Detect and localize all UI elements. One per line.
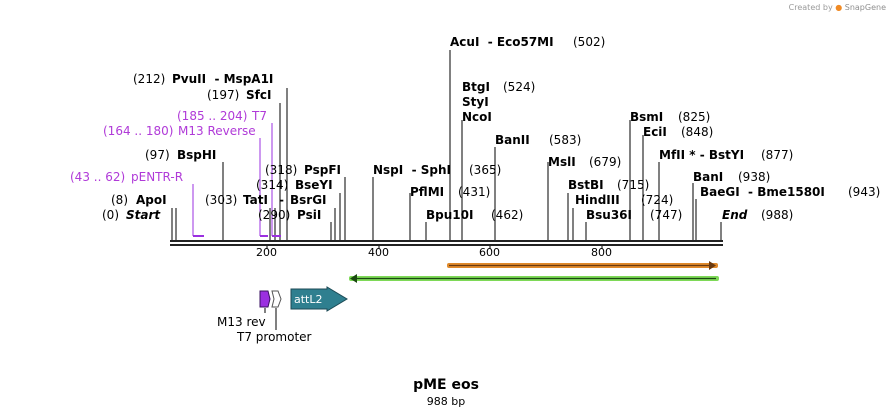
site-position: (715) bbox=[617, 178, 649, 192]
site-pentr-r: pENTR-R bbox=[131, 170, 183, 184]
site-pvuii-mspa1i: PvuII - MspA1I bbox=[172, 72, 273, 86]
site-ncoi: NcoI bbox=[462, 110, 492, 124]
site-baegi-bme1580i: BaeGI - Bme1580I bbox=[700, 185, 825, 199]
t7-promoter-label: T7 promoter bbox=[236, 330, 312, 344]
site-position: (8) bbox=[111, 193, 128, 207]
site-position: (825) bbox=[678, 110, 710, 124]
site-bseyi: BseYI bbox=[295, 178, 333, 192]
site-bsrgi-dash: - bbox=[279, 193, 284, 207]
sequence-name: pME eos bbox=[413, 377, 479, 393]
axis-tick-label: 800 bbox=[591, 246, 612, 259]
t7-promoter-arrow[interactable] bbox=[271, 290, 282, 308]
site-position: (988) bbox=[761, 208, 793, 222]
site-psii: PsiI bbox=[297, 208, 321, 222]
site-position: (724) bbox=[641, 193, 673, 207]
site-position: (164 .. 180) bbox=[103, 124, 173, 138]
site-t7: T7 bbox=[251, 109, 267, 123]
attl2-label: attL2 bbox=[294, 293, 323, 306]
site-position: (318) bbox=[265, 163, 297, 177]
site-styi: StyI bbox=[462, 95, 489, 109]
axis: 200 400 600 800 bbox=[256, 246, 612, 259]
site-position: (197) bbox=[207, 88, 239, 102]
attl2-arrow[interactable] bbox=[290, 286, 348, 312]
site-labels: (0) Start (8) ApoI (43 .. 62) pENTR-R (9… bbox=[70, 35, 880, 222]
site-bani: BanI bbox=[693, 170, 723, 184]
site-acui-eco57mi: AcuI - Eco57MI bbox=[450, 35, 554, 49]
axis-tick-label: 200 bbox=[256, 246, 277, 259]
site-pflmi: PflMI bbox=[410, 185, 444, 199]
site-position: (524) bbox=[503, 80, 535, 94]
site-mfii-bstyi: MfII * - BstYI bbox=[659, 148, 744, 162]
site-position: (212) bbox=[133, 72, 165, 86]
site-pspfi: PspFI bbox=[304, 163, 341, 177]
m13-rev-label: M13 rev bbox=[217, 315, 266, 329]
site-position: (431) bbox=[458, 185, 490, 199]
site-position: (185 .. 204) bbox=[177, 109, 247, 123]
site-position: (938) bbox=[738, 170, 770, 184]
site-bsu36i: Bsu36I bbox=[586, 208, 632, 222]
site-ecii: EciI bbox=[643, 125, 667, 139]
site-start: Start bbox=[126, 208, 161, 222]
site-position: (0) bbox=[102, 208, 119, 222]
site-position: (943) bbox=[848, 185, 880, 199]
site-m13-reverse: M13 Reverse bbox=[178, 124, 256, 138]
site-position: (43 .. 62) bbox=[70, 170, 125, 184]
sequence-length: 988 bp bbox=[426, 395, 466, 408]
feature-tracks: attL2 M13 rev T7 promoter bbox=[217, 261, 719, 344]
site-position: (303) bbox=[205, 193, 237, 207]
site-position: (502) bbox=[573, 35, 605, 49]
leader-lines bbox=[171, 50, 722, 240]
site-position: (679) bbox=[589, 155, 621, 169]
site-end: End bbox=[722, 208, 748, 222]
site-btgi: BtgI bbox=[462, 80, 490, 94]
backbone bbox=[170, 240, 723, 246]
site-banii: BanII bbox=[495, 133, 530, 147]
site-position: (314) bbox=[256, 178, 288, 192]
site-bsphi: BspHI bbox=[177, 148, 216, 162]
site-sfci: SfcI bbox=[246, 88, 271, 102]
site-nspi-sphi: NspI - SphI bbox=[373, 163, 451, 177]
site-position: (848) bbox=[681, 125, 713, 139]
site-position: (97) bbox=[145, 148, 170, 162]
site-apoi: ApoI bbox=[136, 193, 167, 207]
axis-tick-label: 600 bbox=[479, 246, 500, 259]
site-position: (747) bbox=[650, 208, 682, 222]
site-bsmi: BsmI bbox=[630, 110, 663, 124]
snapgene-logo-icon: ● bbox=[835, 3, 843, 12]
snapgene-credit: Created by ● SnapGene bbox=[789, 3, 886, 12]
site-position: (877) bbox=[761, 148, 793, 162]
site-bstbi: BstBI bbox=[568, 178, 604, 192]
site-tati: TatI bbox=[243, 193, 268, 207]
site-position: (462) bbox=[491, 208, 523, 222]
site-hindiii: HindIII bbox=[575, 193, 620, 207]
site-position: (365) bbox=[469, 163, 501, 177]
site-bpu10i: Bpu10I bbox=[426, 208, 473, 222]
axis-tick-label: 400 bbox=[368, 246, 389, 259]
site-msli: MslI bbox=[548, 155, 576, 169]
site-position: (290) bbox=[258, 208, 290, 222]
credit-prefix: Created by bbox=[788, 3, 833, 12]
site-position: (583) bbox=[549, 133, 581, 147]
m13-rev-arrow[interactable] bbox=[259, 290, 271, 308]
credit-brand: SnapGene bbox=[844, 3, 886, 12]
site-bsrgi: BsrGI bbox=[290, 193, 327, 207]
